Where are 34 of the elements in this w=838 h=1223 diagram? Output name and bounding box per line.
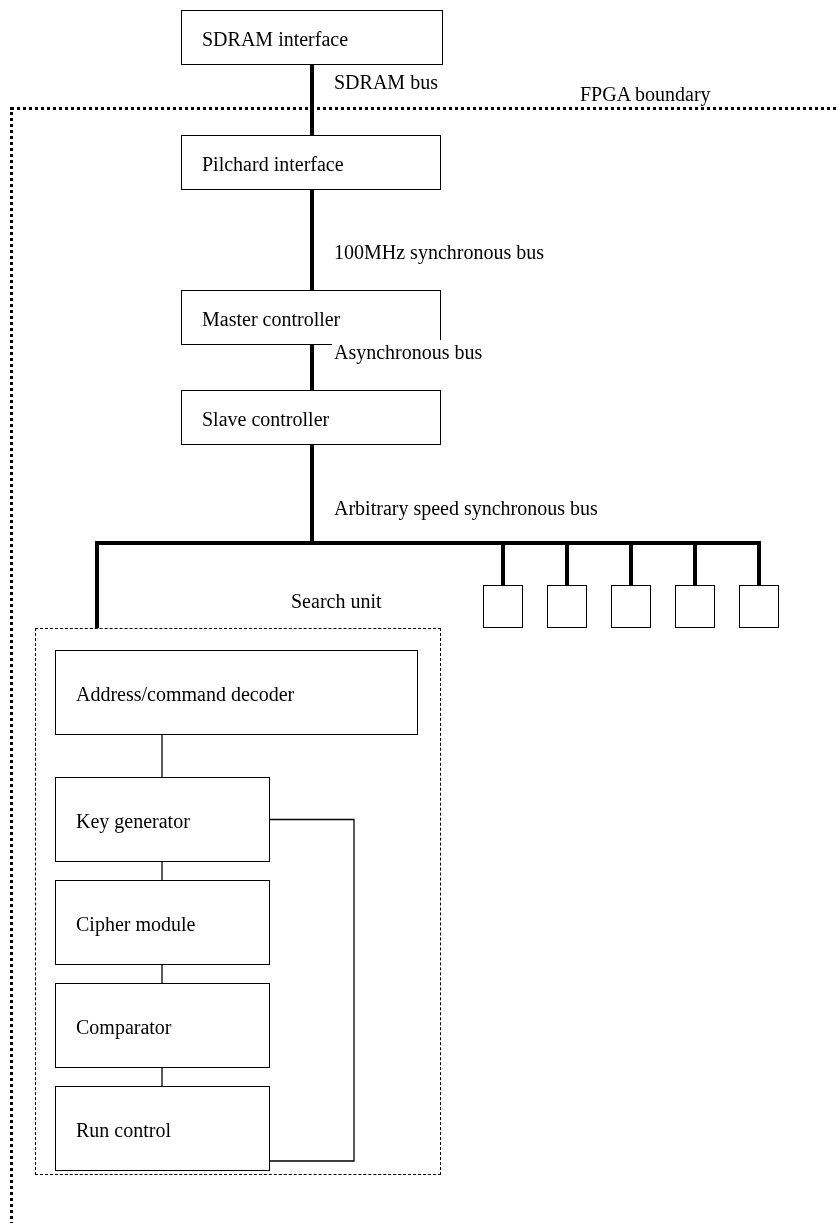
process-box xyxy=(55,777,270,862)
box-label: Key generator xyxy=(76,808,190,833)
connector-line xyxy=(161,861,163,881)
box-label: Run control xyxy=(76,1117,171,1142)
process-box xyxy=(181,10,443,65)
empty-box xyxy=(739,585,779,628)
empty-box xyxy=(675,585,715,628)
process-box xyxy=(55,983,270,1068)
connector-line xyxy=(269,818,355,1162)
box-label: Master controller xyxy=(202,306,341,331)
connector-line xyxy=(161,1067,163,1087)
process-box xyxy=(55,880,270,965)
empty-box xyxy=(483,585,523,628)
process-box xyxy=(55,1086,270,1171)
box-label: Pilchard interface xyxy=(202,151,344,176)
process-box xyxy=(181,135,441,190)
box-label: Cipher module xyxy=(76,911,196,936)
empty-box xyxy=(547,585,587,628)
box-label: Address/command decoder xyxy=(76,681,295,706)
bus-line xyxy=(310,65,314,135)
connector-line xyxy=(161,734,163,778)
box-label: Slave controller xyxy=(202,406,330,431)
process-box xyxy=(181,290,441,345)
box-label: SDRAM interface xyxy=(202,26,349,51)
edge-label: Asynchronous bus xyxy=(332,340,485,364)
group-title: Search unit xyxy=(291,589,382,613)
group-title: FPGA boundary xyxy=(580,82,711,106)
bus-line xyxy=(310,345,314,390)
process-box xyxy=(181,390,441,445)
connector-line xyxy=(161,964,163,984)
box-label: Comparator xyxy=(76,1014,172,1039)
process-box xyxy=(55,650,418,735)
bus-line xyxy=(310,190,314,290)
empty-box xyxy=(611,585,651,628)
